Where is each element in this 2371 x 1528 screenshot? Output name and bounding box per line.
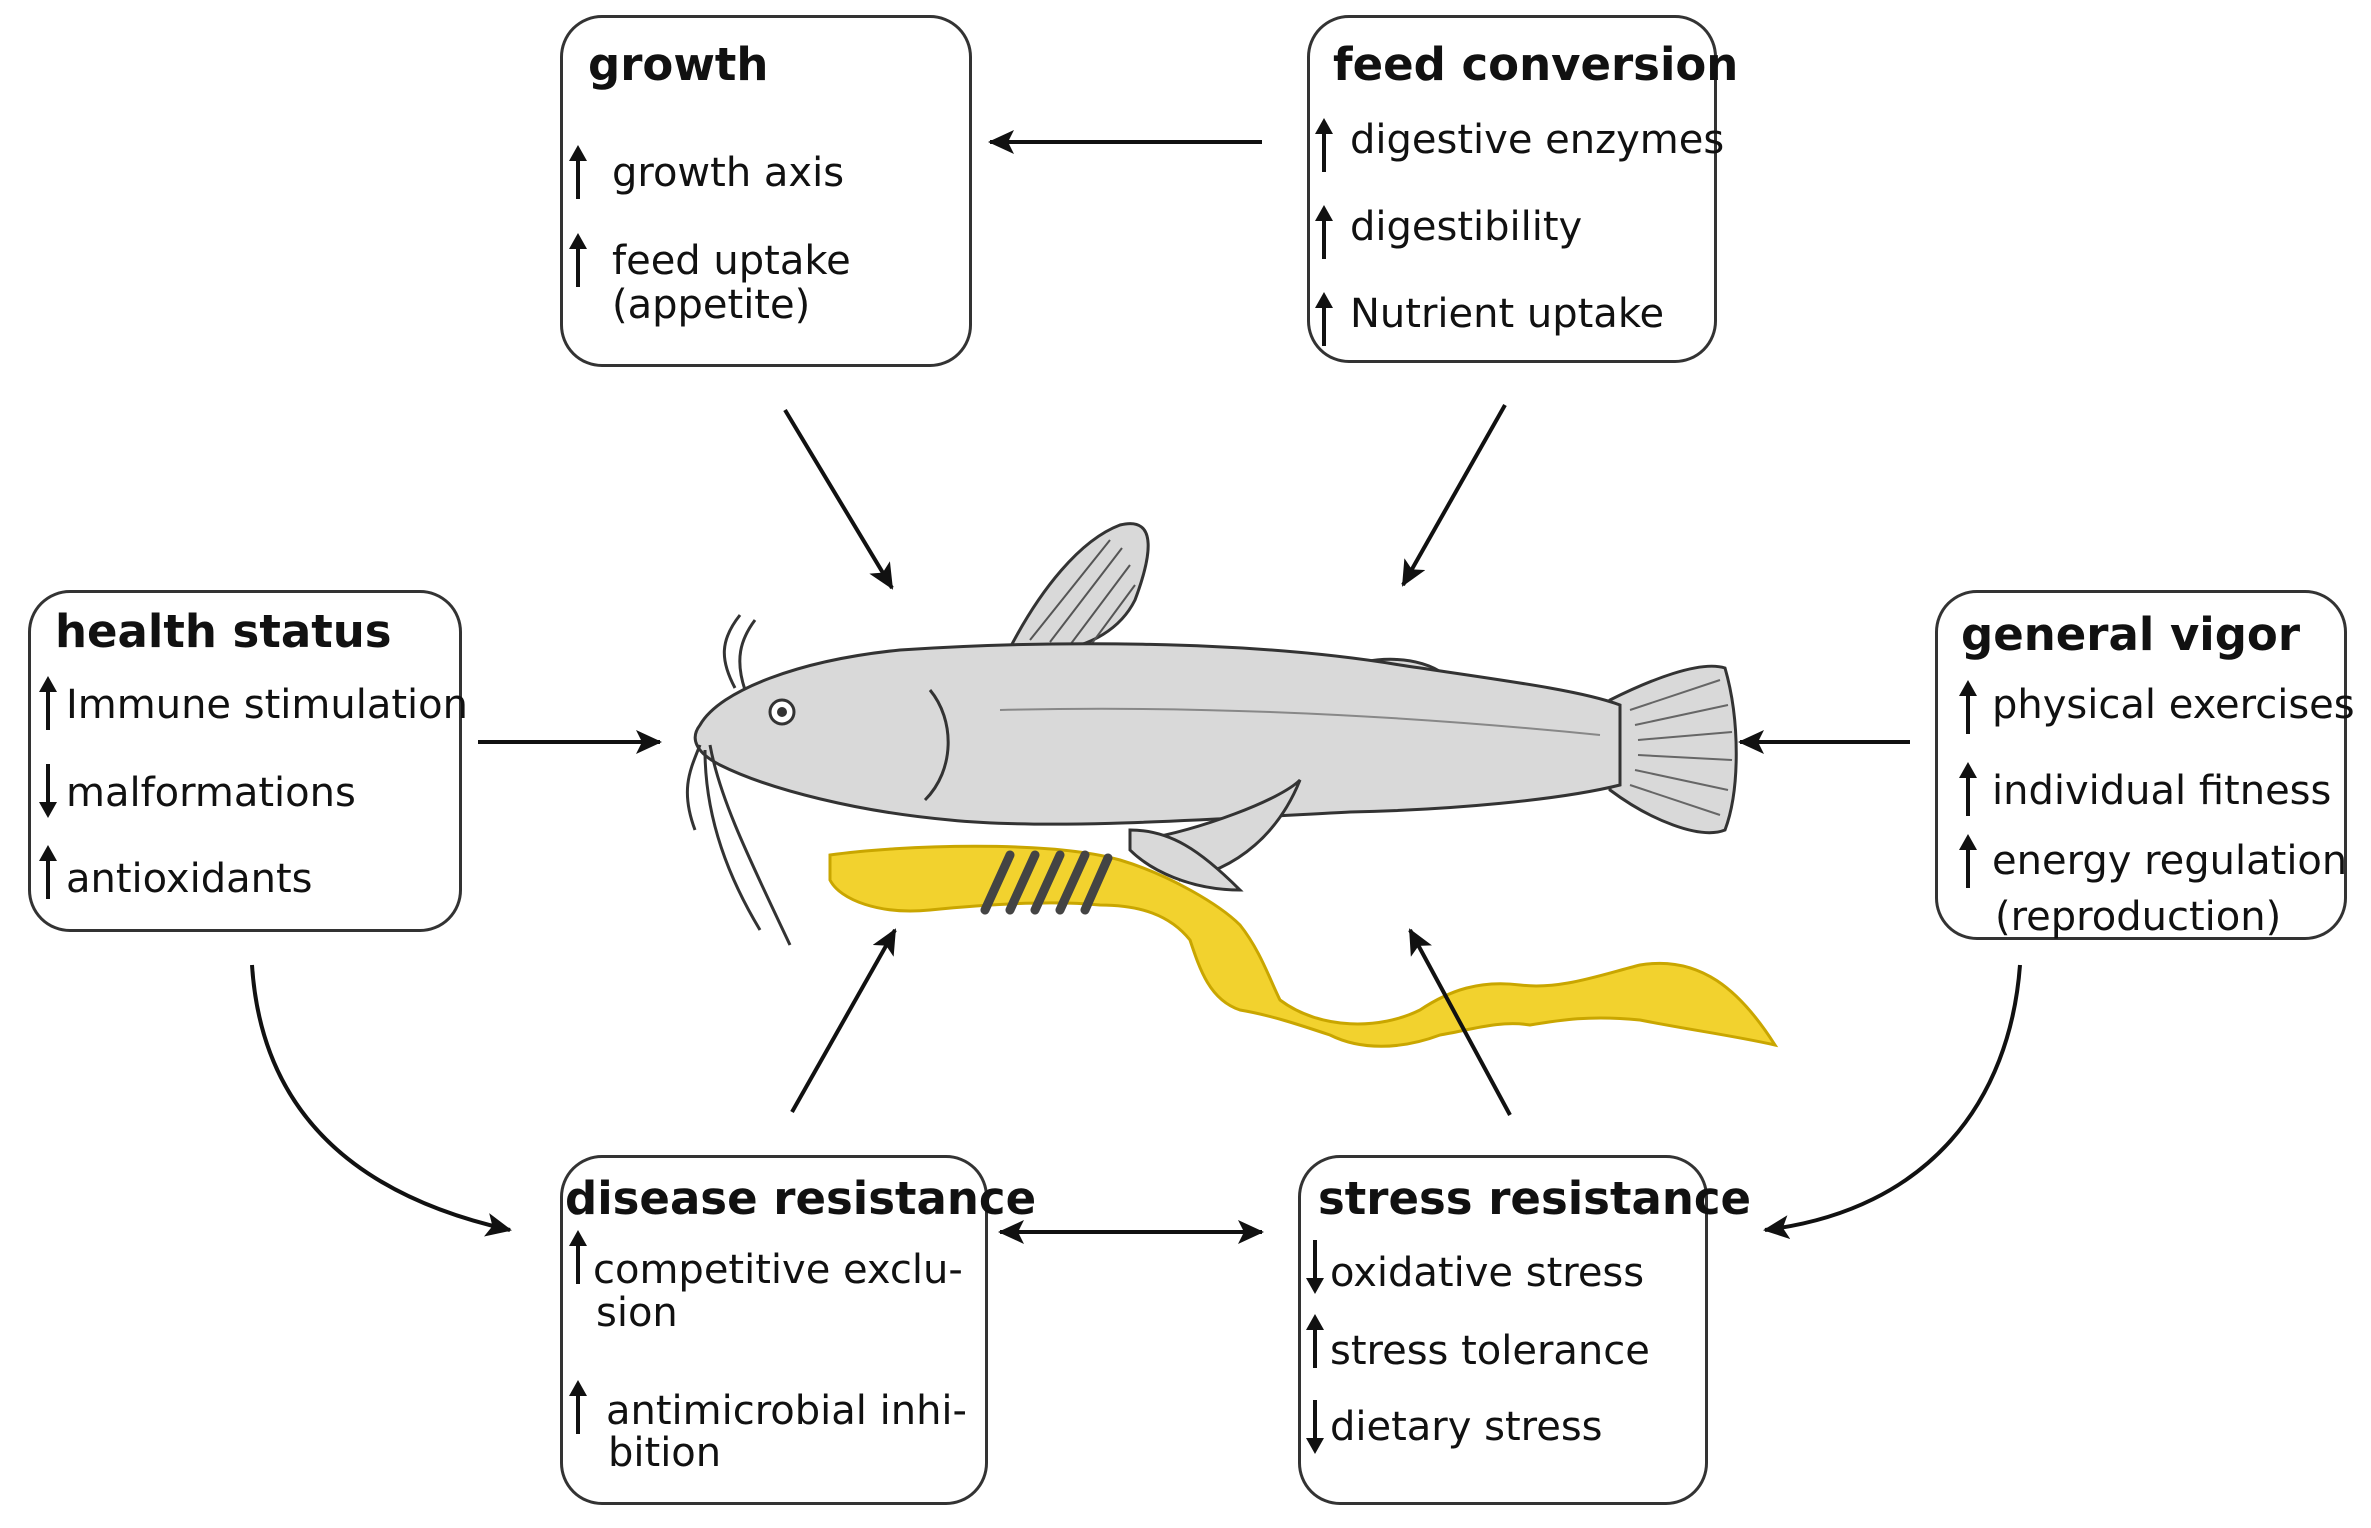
- general-vigor-item-3b: (reproduction): [1995, 894, 2282, 940]
- general-vigor-item-1: physical exercises: [1992, 682, 2355, 728]
- down-arrow-icon: [1303, 1238, 1327, 1298]
- gut: [828, 844, 1779, 1048]
- up-arrow-icon: [1956, 762, 1980, 822]
- gut-stripes: [980, 850, 1113, 915]
- tail-fin: [1608, 664, 1738, 835]
- up-arrow-icon: [566, 1380, 590, 1440]
- feed-conversion-box: [1307, 15, 1717, 363]
- disease-resistance-item-2b: bition: [608, 1430, 722, 1476]
- gut-illustration: [828, 844, 1779, 1048]
- pelvic-fin: [1128, 828, 1244, 892]
- fish-body: [693, 642, 1622, 826]
- growth-item-2b: (appetite): [612, 282, 811, 328]
- stress-resistance-item-1: oxidative stress: [1330, 1250, 1645, 1296]
- general-vigor-title: general vigor: [1961, 608, 2301, 661]
- growth-title: growth: [588, 38, 769, 91]
- arrow-growth-to-fish: [783, 408, 894, 590]
- catfish-illustration: [685, 522, 1738, 946]
- up-arrow-icon: [1956, 834, 1980, 894]
- disease-resistance-item-1: competitive exclu-: [593, 1247, 963, 1293]
- growth-box: [560, 15, 972, 367]
- up-arrow-icon: [566, 145, 590, 205]
- feed-conversion-item-1: digestive enzymes: [1350, 117, 1725, 163]
- disease-resistance-item-1b: sion: [596, 1290, 678, 1336]
- arrows: [250, 130, 2022, 1244]
- dorsal-fin: [1007, 522, 1150, 652]
- arrow-vigor-to-stress: [1763, 964, 2022, 1240]
- stress-resistance-item-3: dietary stress: [1330, 1404, 1603, 1450]
- up-arrow-icon: [1312, 118, 1336, 178]
- growth-item-1: growth axis: [612, 150, 845, 196]
- stress-resistance-item-2: stress tolerance: [1330, 1328, 1650, 1374]
- up-arrow-icon: [1303, 1314, 1327, 1374]
- up-arrow-icon: [1312, 205, 1336, 265]
- disease-resistance-box: [560, 1155, 988, 1505]
- general-vigor-box: [1935, 590, 2347, 940]
- up-arrow-icon: [1956, 680, 1980, 740]
- arrow-feed-to-fish: [1401, 404, 1507, 587]
- down-arrow-icon: [1303, 1398, 1327, 1458]
- feed-conversion-item-3: Nutrient uptake: [1350, 291, 1665, 337]
- disease-resistance-item-2: antimicrobial inhi-: [606, 1388, 967, 1434]
- arrow-stress-to-gut: [1408, 928, 1512, 1116]
- health-status-item-2: malformations: [66, 770, 356, 816]
- arrow-disease-to-gut: [790, 928, 897, 1113]
- feed-conversion-title: feed conversion: [1333, 38, 1739, 91]
- up-arrow-icon: [1312, 292, 1336, 352]
- feed-conversion-item-2: digestibility: [1350, 204, 1583, 250]
- general-vigor-item-3: energy regulation: [1992, 838, 2348, 884]
- arrow-health-to-disease: [250, 964, 512, 1237]
- up-arrow-icon: [36, 845, 60, 905]
- health-status-title: health status: [55, 605, 392, 658]
- up-arrow-icon: [566, 1230, 590, 1290]
- up-arrow-icon: [36, 676, 60, 736]
- health-status-item-3: antioxidants: [66, 856, 313, 902]
- down-arrow-icon: [36, 762, 60, 822]
- up-arrow-icon: [566, 233, 590, 293]
- stress-resistance-title: stress resistance: [1318, 1172, 1752, 1225]
- health-status-item-1: Immune stimulation: [66, 682, 468, 728]
- growth-item-2: feed uptake: [612, 238, 851, 284]
- stress-resistance-box: [1298, 1155, 1708, 1505]
- general-vigor-item-2: individual fitness: [1992, 768, 2332, 814]
- health-status-box: [28, 590, 462, 932]
- disease-resistance-title: disease resistance: [565, 1172, 1037, 1225]
